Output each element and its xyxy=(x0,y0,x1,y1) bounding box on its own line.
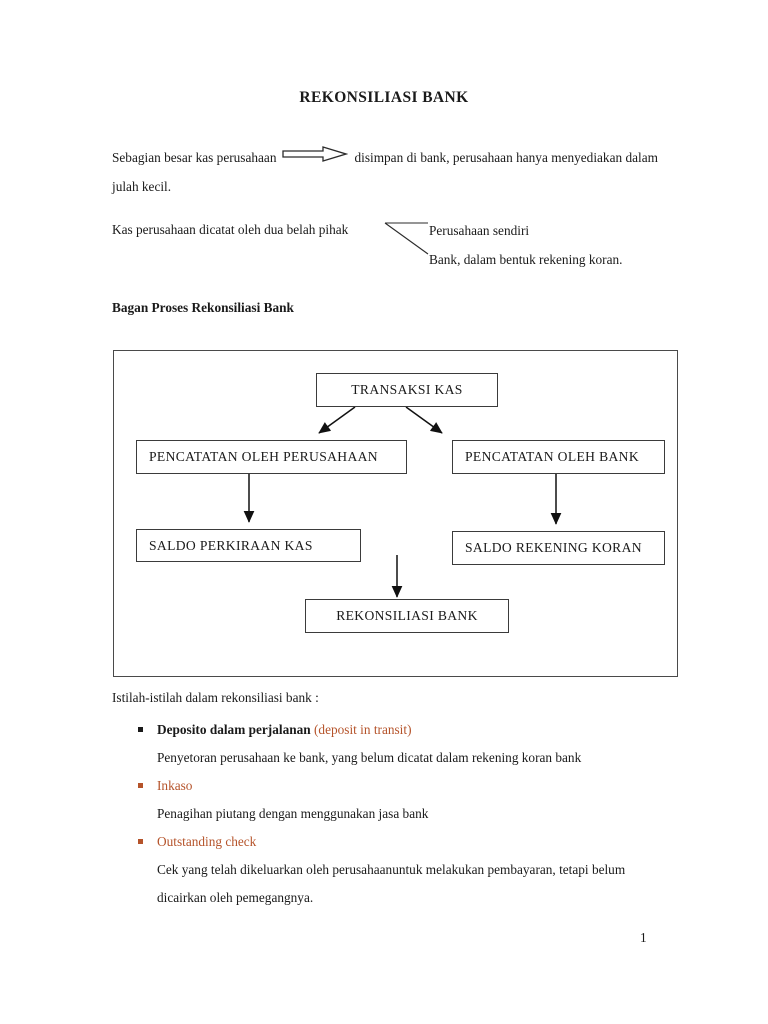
term-heading-line: Deposito dalam perjalanan (deposit in tr… xyxy=(112,716,672,744)
list-item: Outstanding check Cek yang telah dikelua… xyxy=(112,828,672,912)
term-title: Outstanding check xyxy=(157,834,257,849)
page-title: REKONSILIASI BANK xyxy=(299,89,469,106)
term-description: Penyetoran perusahaan ke bank, yang belu… xyxy=(157,750,582,765)
flow-node-saldo-rekening-koran: SALDO REKENING KORAN xyxy=(452,531,665,565)
bullet-square-icon xyxy=(138,727,143,732)
flow-node-saldo-perkiraan-kas: SALDO PERKIRAAN KAS xyxy=(136,529,361,562)
branch-label-perusahaan: Perusahaan sendiri xyxy=(429,223,530,238)
terms-list: Deposito dalam perjalanan (deposit in tr… xyxy=(112,716,672,912)
flow-node-transaksi-kas: TRANSAKSI KAS xyxy=(316,373,498,407)
kas-statement: Kas perusahaan dicatat oleh dua belah pi… xyxy=(112,222,349,237)
intro-text-after-arrow: disimpan di bank, perusahaan hanya menye… xyxy=(112,150,658,194)
page-number: 1 xyxy=(640,930,647,945)
bullet-square-icon xyxy=(138,839,143,844)
terms-lead-in: Istilah-istilah dalam rekonsiliasi bank … xyxy=(112,690,319,705)
list-item: Deposito dalam perjalanan (deposit in tr… xyxy=(112,716,672,772)
term-description: Penagihan piutang dengan menggunakan jas… xyxy=(157,806,429,821)
term-title: Deposito dalam perjalanan xyxy=(157,722,311,737)
term-title: Inkaso xyxy=(157,778,193,793)
term-heading-line: Inkaso xyxy=(112,772,672,800)
term-english: (deposit in transit) xyxy=(314,722,412,737)
term-heading-line: Outstanding check xyxy=(112,828,672,856)
branch-connector-lines xyxy=(384,214,434,265)
intro-text-before-arrow: Sebagian besar kas perusahaan xyxy=(112,150,277,165)
section-heading-bagan: Bagan Proses Rekonsiliasi Bank xyxy=(112,300,294,315)
flow-node-pencatatan-oleh-bank: PENCATATAN OLEH BANK xyxy=(452,440,665,474)
list-item: Inkaso Penagihan piutang dengan mengguna… xyxy=(112,772,672,828)
bullet-square-icon xyxy=(138,783,143,788)
flow-node-rekonsiliasi-bank: REKONSILIASI BANK xyxy=(305,599,509,633)
term-description: Cek yang telah dikeluarkan oleh perusaha… xyxy=(157,862,626,905)
branch-label-bank: Bank, dalam bentuk rekening koran. xyxy=(429,252,623,267)
block-arrow-right-icon xyxy=(282,144,349,172)
flow-node-pencatatan-oleh-perusahaan: PENCATATAN OLEH PERUSAHAAN xyxy=(136,440,407,474)
